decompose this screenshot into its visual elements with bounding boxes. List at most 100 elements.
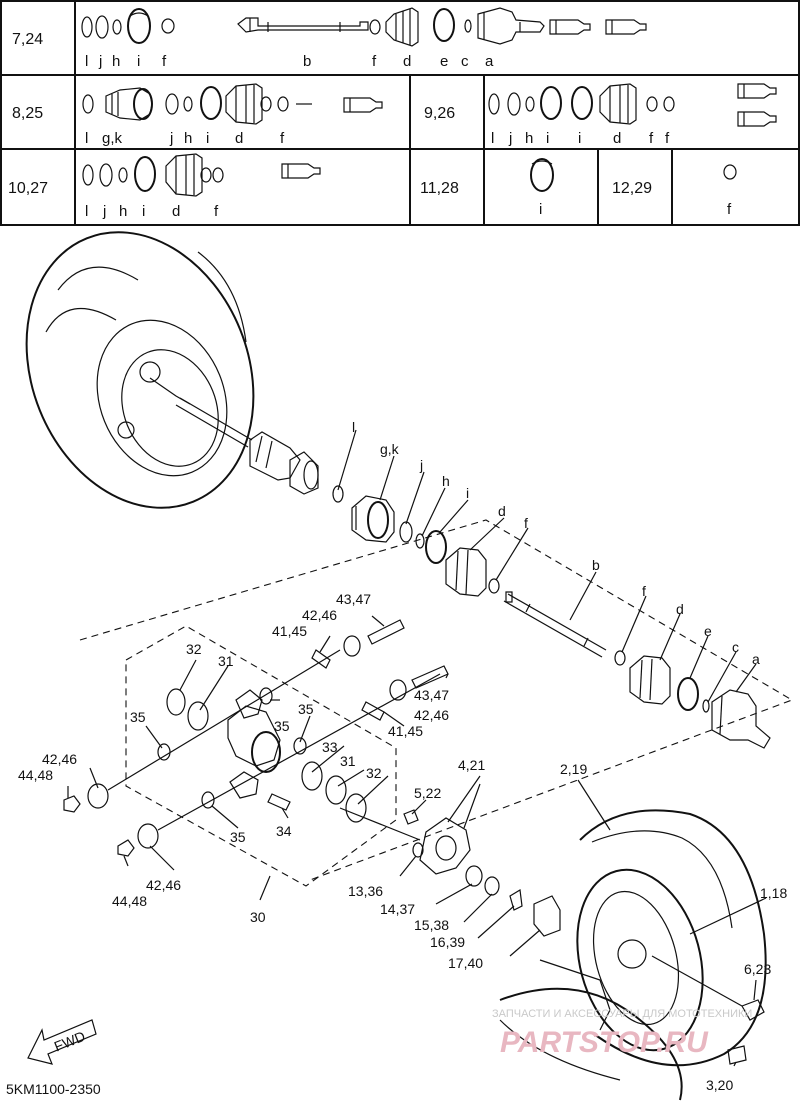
callout-g-k: g,k: [380, 441, 400, 457]
svg-text:32: 32: [186, 641, 202, 657]
callout-f: f: [524, 515, 528, 531]
callout-c: c: [732, 639, 739, 655]
svg-text:4,21: 4,21: [458, 757, 485, 773]
svg-text:f: f: [280, 130, 285, 147]
hub-flange-drawing: [403, 809, 471, 875]
svg-text:j: j: [508, 130, 512, 147]
exploded-view: l g,k j h i d f b f d e c a 43,47 42,46 …: [6, 231, 794, 1101]
svg-text:e: e: [440, 53, 448, 70]
kit-key-7-24: 7,24: [12, 31, 43, 48]
svg-text:3,20: 3,20: [706, 1077, 733, 1093]
svg-text:d: d: [172, 203, 180, 220]
kit-11-28-letter: i: [539, 201, 542, 218]
svg-text:f: f: [372, 53, 377, 70]
kit-key-10-27: 10,27: [8, 180, 48, 197]
svg-text:41,45: 41,45: [388, 723, 423, 739]
svg-text:l: l: [491, 130, 494, 147]
kit-12-29-letter: f: [727, 201, 732, 218]
svg-text:f: f: [162, 53, 167, 70]
row2-part-drawings: [82, 83, 383, 125]
svg-text:h: h: [525, 130, 533, 147]
callout-j: j: [419, 457, 423, 473]
row3-letters: l j h i d f: [85, 203, 219, 220]
callout-i: i: [466, 485, 469, 501]
watermark: ЗАПЧАСТИ И АКСЕССУАРЫ ДЛЯ МОТОТЕХНИКИ PA…: [492, 1008, 752, 1059]
svg-text:32: 32: [366, 765, 382, 781]
svg-text:35: 35: [230, 829, 246, 845]
callout-h: h: [442, 473, 450, 489]
hub-drawing: [351, 495, 395, 543]
svg-text:c: c: [461, 53, 469, 70]
svg-text:43,47: 43,47: [414, 687, 449, 703]
callout-d: d: [498, 503, 506, 519]
callout-labels: l g,k j h i d f b f d e c a 43,47 42,46 …: [18, 419, 787, 1093]
row3b-part-drawings: [530, 158, 737, 192]
svg-text:33: 33: [322, 739, 338, 755]
svg-text:f: f: [665, 130, 670, 147]
svg-text:2,19: 2,19: [560, 761, 587, 777]
left-tire-drawing: [25, 231, 255, 509]
main-shaft-drawing: [503, 591, 607, 658]
svg-text:31: 31: [218, 653, 234, 669]
kit-key-9-26: 9,26: [424, 105, 455, 122]
row3-part-drawings: [82, 153, 321, 197]
svg-text:i: i: [206, 130, 209, 147]
row1-letters: l j h i f b f d e c a: [85, 53, 494, 70]
svg-text:43,47: 43,47: [336, 591, 371, 607]
svg-text:35: 35: [298, 701, 314, 717]
svg-text:j: j: [98, 53, 102, 70]
kit-key-8-25: 8,25: [12, 105, 43, 122]
svg-text:31: 31: [340, 753, 356, 769]
svg-text:j: j: [102, 203, 106, 220]
callout-l: l: [352, 419, 355, 435]
svg-text:16,39: 16,39: [430, 934, 465, 950]
knuckle-arm-drawing: [227, 689, 281, 799]
right-wheel-drawing: [499, 809, 767, 1101]
svg-text:15,38: 15,38: [414, 917, 449, 933]
svg-text:d: d: [235, 130, 243, 147]
kit-key-12-29: 12,29: [612, 180, 652, 197]
svg-text:h: h: [119, 203, 127, 220]
svg-text:g,k: g,k: [102, 130, 123, 147]
callout-d-2: d: [676, 601, 684, 617]
svg-text:30: 30: [250, 909, 266, 925]
svg-text:FWD: FWD: [52, 1028, 88, 1055]
row1-part-drawings: [81, 7, 647, 47]
svg-text:17,40: 17,40: [448, 955, 483, 971]
svg-text:h: h: [112, 53, 120, 70]
svg-text:l: l: [85, 203, 88, 220]
svg-text:42,46: 42,46: [42, 751, 77, 767]
svg-text:d: d: [403, 53, 411, 70]
svg-text:i: i: [578, 130, 581, 147]
svg-text:f: f: [649, 130, 654, 147]
svg-text:41,45: 41,45: [272, 623, 307, 639]
watermark-logo: PARTSTOP.RU: [500, 1026, 709, 1059]
row2-letters: l g,k j h i d f: [85, 130, 285, 147]
svg-text:b: b: [303, 53, 311, 70]
svg-text:i: i: [142, 203, 145, 220]
callout-a: a: [752, 651, 760, 667]
svg-text:35: 35: [130, 709, 146, 725]
svg-text:l: l: [85, 53, 88, 70]
svg-text:35: 35: [274, 718, 290, 734]
svg-text:1,18: 1,18: [760, 885, 787, 901]
svg-text:f: f: [214, 203, 219, 220]
row2b-letters: l j h i i d f f: [491, 130, 670, 147]
watermark-line1: ЗАПЧАСТИ И АКСЕССУАРЫ ДЛЯ МОТОТЕХНИКИ: [492, 1008, 752, 1020]
fwd-arrow-icon: FWD: [27, 1019, 97, 1065]
svg-text:42,46: 42,46: [146, 877, 181, 893]
diagram-code: 5KM1100-2350: [6, 1081, 101, 1097]
svg-text:44,48: 44,48: [112, 893, 147, 909]
svg-text:42,46: 42,46: [302, 607, 337, 623]
callout-f-2: f: [642, 583, 646, 599]
svg-text:i: i: [137, 53, 140, 70]
svg-text:a: a: [485, 53, 494, 70]
svg-text:14,37: 14,37: [380, 901, 415, 917]
kit-key-11-28: 11,28: [420, 180, 459, 197]
callout-b: b: [592, 557, 600, 573]
arm-dashed-outline: [125, 625, 397, 887]
svg-text:h: h: [184, 130, 192, 147]
left-driveshaft-drawing: [175, 397, 344, 503]
callout-e: e: [704, 623, 712, 639]
